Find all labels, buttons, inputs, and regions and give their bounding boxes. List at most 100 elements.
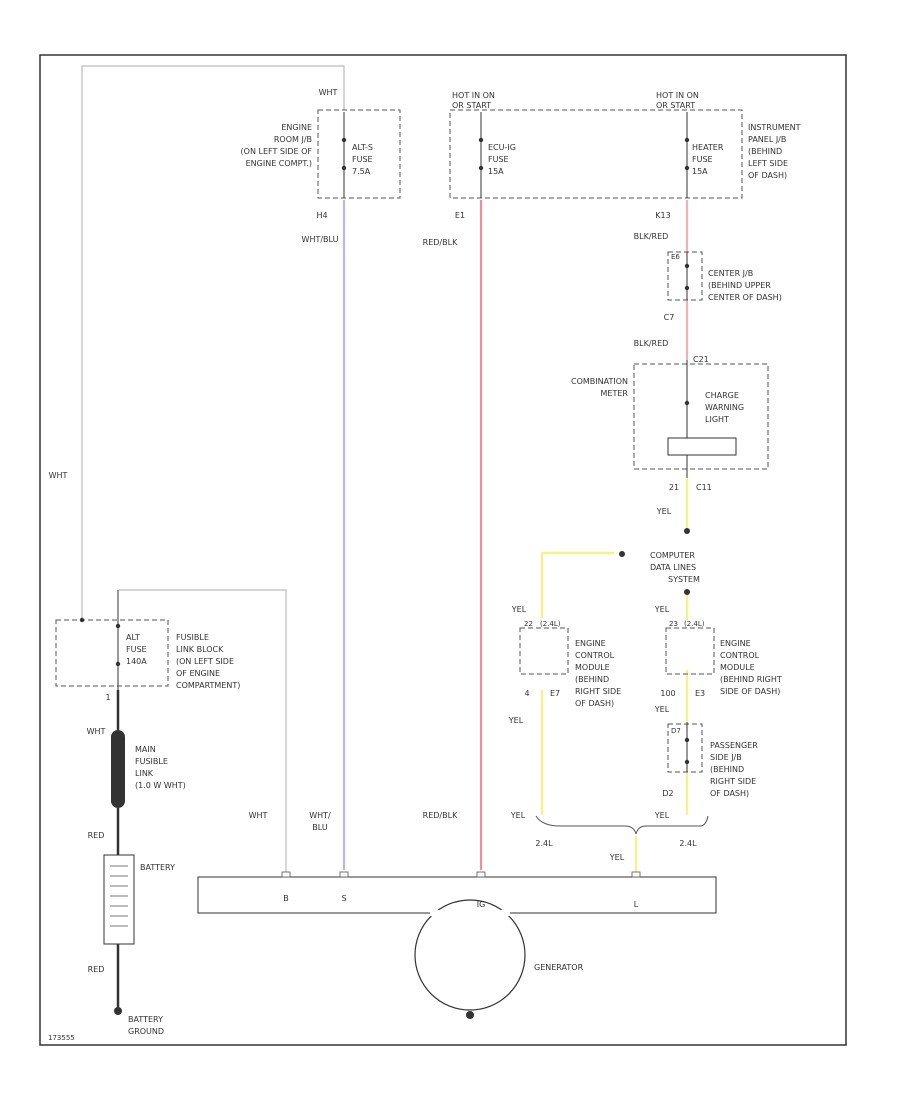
passenger-jb-label-1: PASSENGER bbox=[710, 741, 758, 750]
wire-yel-label-7: YEL bbox=[654, 811, 670, 820]
passenger-jb-box bbox=[667, 723, 703, 773]
data-lines-junction bbox=[684, 589, 690, 595]
pin-21: 21 bbox=[669, 483, 679, 492]
ecm-left-label-1: ENGINE bbox=[575, 639, 606, 648]
diagram-frame bbox=[39, 54, 847, 1046]
figure-id: 173555 bbox=[48, 1034, 75, 1042]
instrument-panel-jb-box bbox=[449, 109, 743, 199]
pin-e7: E7 bbox=[550, 689, 560, 698]
ip-jb-title-5: OF DASH) bbox=[748, 171, 787, 180]
engine-jb-title-1: ENGINE bbox=[281, 123, 312, 132]
generator-pin-l: L bbox=[634, 900, 639, 909]
wire-red-label-2: RED bbox=[88, 965, 105, 974]
data-lines-connector bbox=[684, 528, 690, 534]
alt-s-fuse-terminal bbox=[341, 137, 347, 143]
pin-e3: E3 bbox=[695, 689, 705, 698]
ip-jb-title-4: LEFT SIDE bbox=[748, 159, 788, 168]
ecm-left-label-2: CONTROL bbox=[575, 651, 615, 660]
engine-room-jb-box bbox=[317, 109, 401, 199]
computer-data-label-3: SYSTEM bbox=[668, 575, 700, 584]
heater-fuse-terminal-lower bbox=[684, 165, 690, 171]
ecm-conn-left-pin: 22 bbox=[524, 620, 533, 628]
ecm-right-label-5: SIDE OF DASH) bbox=[720, 687, 780, 696]
wire-yel-label-3: YEL bbox=[654, 605, 670, 614]
center-jb-terminal-2 bbox=[684, 285, 690, 291]
wire-yel-label-2: YEL bbox=[511, 605, 527, 614]
fusible-block-label-3: (ON LEFT SIDE bbox=[176, 657, 234, 666]
pin-e6: E6 bbox=[671, 253, 680, 261]
passenger-jb-label-3: (BEHIND bbox=[710, 765, 744, 774]
fusible-block-label-2: LINK BLOCK bbox=[176, 645, 224, 654]
wire-red-blk-label-2: RED/BLK bbox=[423, 811, 458, 820]
terminal-ig-stub bbox=[476, 871, 486, 878]
terminal-b-stub bbox=[281, 871, 291, 878]
passenger-jb-label-4: RIGHT SIDE bbox=[710, 777, 756, 786]
hot-in-on-2-line2: OR START bbox=[656, 101, 695, 110]
wire-red-label-1: RED bbox=[88, 831, 105, 840]
battery-ground-label-1: BATTERY bbox=[128, 1015, 163, 1024]
pin-100: 100 bbox=[660, 689, 675, 698]
ecm-conn-right-pin: 23 bbox=[669, 620, 678, 628]
pin-4: 4 bbox=[524, 689, 529, 698]
heater-fuse-label-3: 15A bbox=[692, 167, 708, 176]
pin-h4: H4 bbox=[316, 211, 327, 220]
generator-pin-b: B bbox=[283, 894, 289, 903]
ecm-right-label-4: (BEHIND RIGHT bbox=[720, 675, 782, 684]
wire-wht-to-generator-b bbox=[118, 589, 287, 876]
wire-blk-red-label-1: BLK/RED bbox=[634, 232, 669, 241]
ecm-conn-left-engine: (2.4L) bbox=[540, 620, 561, 628]
ecu-ig-fuse-label-1: ECU-IG bbox=[488, 143, 516, 152]
alt-fuse-label-2: FUSE bbox=[126, 645, 147, 654]
ecm-left-label-5: RIGHT SIDE bbox=[575, 687, 621, 696]
ecu-ig-fuse-label-2: FUSE bbox=[488, 155, 509, 164]
pin-c21: C21 bbox=[693, 355, 709, 364]
battery-body bbox=[103, 854, 135, 945]
ecm-right-box bbox=[665, 627, 715, 675]
heater-fuse-label-2: FUSE bbox=[692, 155, 713, 164]
alt-fuse-terminal-2 bbox=[115, 661, 121, 667]
alt-s-fuse-label-1: ALT-S bbox=[352, 143, 373, 152]
charge-warning-light bbox=[667, 437, 737, 456]
ecu-ig-fuse-terminal-lower bbox=[478, 165, 484, 171]
ecm-right-label-1: ENGINE bbox=[720, 639, 751, 648]
hot-in-on-1-line1: HOT IN ON bbox=[452, 91, 495, 100]
computer-data-label-1: COMPUTER bbox=[650, 551, 695, 560]
fusible-link-block-box bbox=[55, 619, 169, 687]
alt-fuse-terminal-1 bbox=[115, 623, 121, 629]
pin-e1: E1 bbox=[455, 211, 465, 220]
generator-ground bbox=[466, 1011, 474, 1019]
ecm-left-label-4: (BEHIND bbox=[575, 675, 609, 684]
main-fusible-label-4: (1.0 W WHT) bbox=[135, 781, 186, 790]
ecm-left-label-6: OF DASH) bbox=[575, 699, 614, 708]
ecm-conn-right-engine: (2.4L) bbox=[684, 620, 705, 628]
wire-wht-blu-label: WHT/BLU bbox=[302, 235, 339, 244]
data-lines-arrow bbox=[619, 551, 625, 557]
center-jb-title-2: (BEHIND UPPER bbox=[708, 281, 771, 290]
wire-yel-label-1: YEL bbox=[656, 507, 672, 516]
main-fusible-label-2: FUSIBLE bbox=[135, 757, 168, 766]
engine-jb-title-4: ENGINE COMPT.) bbox=[246, 159, 312, 168]
ecu-ig-fuse-terminal bbox=[478, 137, 484, 143]
battery-ground-label-2: GROUND bbox=[128, 1027, 164, 1036]
alt-s-fuse-terminal-lower bbox=[341, 165, 347, 171]
ip-jb-title-3: (BEHIND bbox=[748, 147, 782, 156]
ecm-right-label-3: MODULE bbox=[720, 663, 755, 672]
wire-yel-label-6: YEL bbox=[510, 811, 526, 820]
engine-24l-left: 2.4L bbox=[535, 839, 553, 848]
battery-ground-symbol bbox=[114, 1007, 122, 1015]
generator-pin-s: S bbox=[341, 894, 346, 903]
generator-neck-cover bbox=[430, 910, 510, 916]
wire-wht-blu-label-2a: WHT/ bbox=[309, 811, 331, 820]
engine-jb-title-3: (ON LEFT SIDE OF bbox=[241, 147, 313, 156]
hot-in-on-1-line2: OR START bbox=[452, 101, 491, 110]
center-jb-title-3: CENTER OF DASH) bbox=[708, 293, 782, 302]
passenger-jb-terminal-2 bbox=[684, 759, 690, 765]
fusible-block-label-1: FUSIBLE bbox=[176, 633, 209, 642]
wire-wht-label-2: WHT bbox=[87, 727, 106, 736]
battery-label: BATTERY bbox=[140, 863, 175, 872]
ip-jb-title-2: PANEL J/B bbox=[748, 135, 786, 144]
alt-s-fuse-label-3: 7.5A bbox=[352, 167, 371, 176]
wht-top-label: WHT bbox=[319, 88, 338, 97]
combination-meter-box bbox=[633, 363, 769, 470]
alt-s-fuse-label-2: FUSE bbox=[352, 155, 373, 164]
